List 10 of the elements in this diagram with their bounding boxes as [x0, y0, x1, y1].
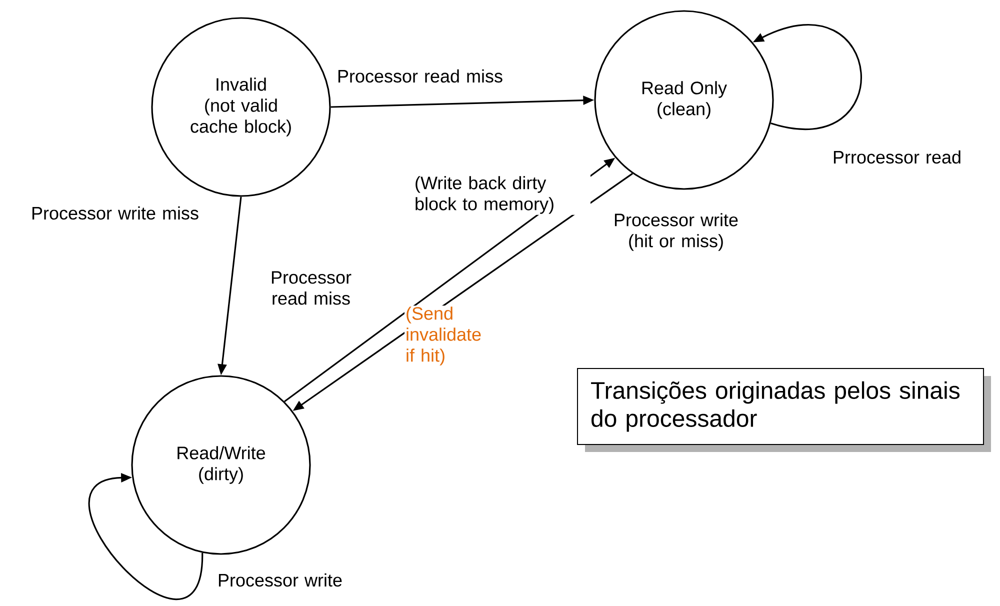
loop-arrow: [88, 473, 204, 600]
edge-label: Prrocessor read: [834, 150, 960, 164]
note-label: (Send invalidate if hit): [404, 306, 502, 366]
edge-label: Processor write: [218, 573, 342, 587]
edge-label: Processor read miss: [338, 69, 502, 83]
note-label: (Write back dirty block to memory): [414, 175, 590, 215]
edge-label: Processor write miss: [32, 206, 198, 220]
edge-label: Processor write (hit or miss): [614, 213, 738, 251]
edge-label: Processor read miss: [272, 271, 352, 305]
note-box: Transições originadas pelos sinais do processador: [577, 368, 991, 452]
